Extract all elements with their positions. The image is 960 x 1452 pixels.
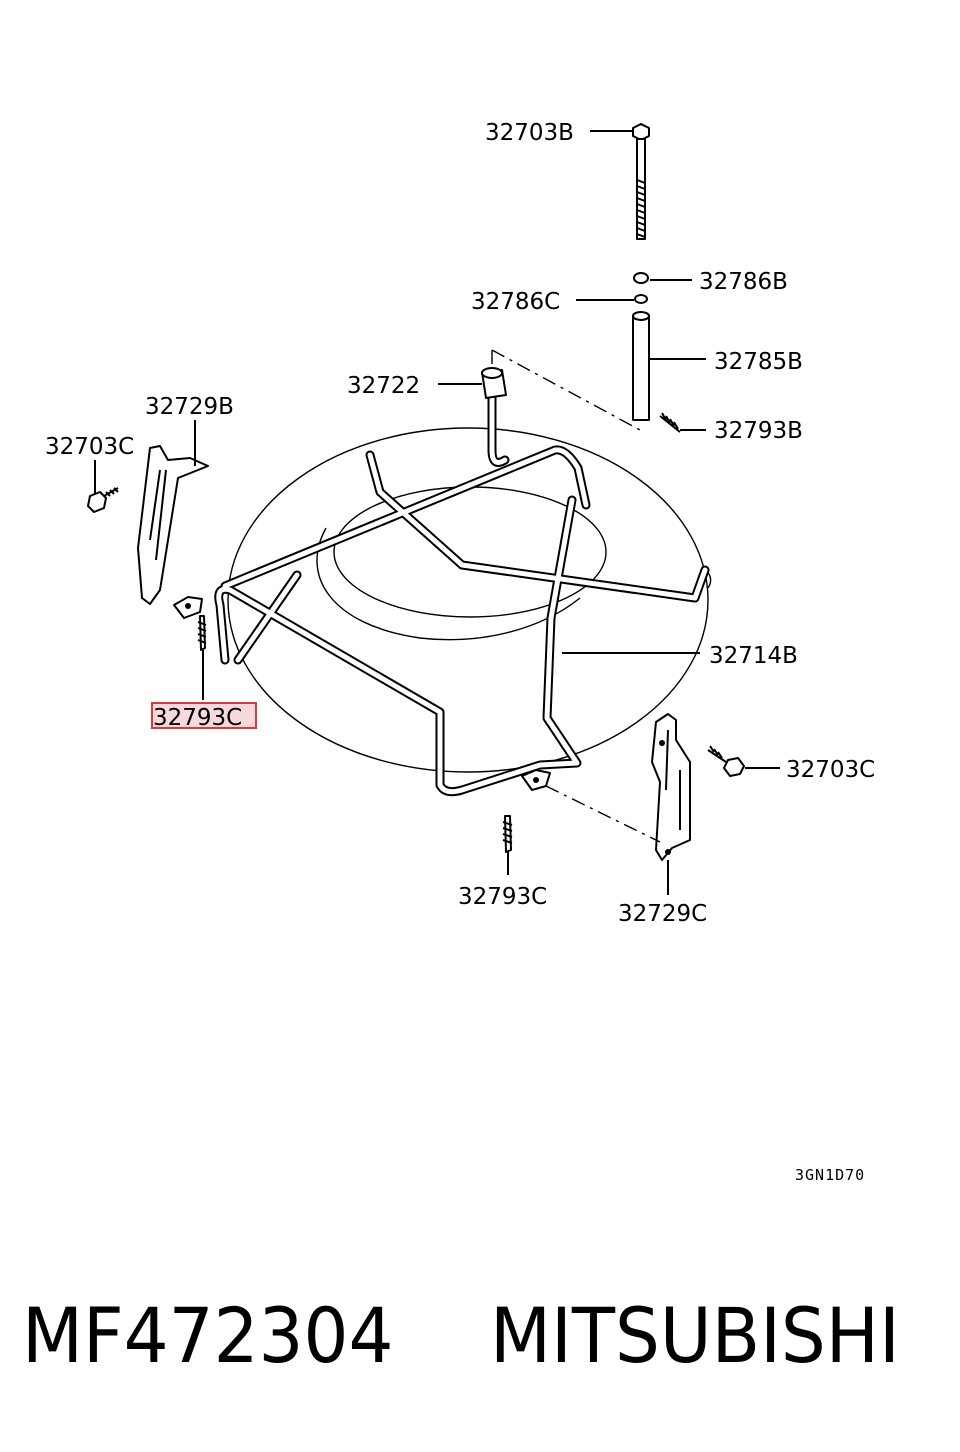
label-bracket-32729c[interactable]: 32729C xyxy=(618,901,707,927)
label-hook-32722[interactable]: 32722 xyxy=(347,373,420,399)
label-bolt-32703c-left[interactable]: 32703C xyxy=(45,434,134,460)
spare-tire xyxy=(227,427,712,773)
label-bolt-32703c-right[interactable]: 32703C xyxy=(786,757,875,783)
label-spacer-32785b[interactable]: 32785B xyxy=(714,349,803,375)
leader-lines xyxy=(94,130,780,895)
label-pin-32793c-highlighted[interactable]: 32793C xyxy=(153,705,242,731)
bolt-assembly xyxy=(632,123,681,433)
diagram-code: 3GN1D70 xyxy=(795,1166,865,1184)
label-washer-32786b[interactable]: 32786B xyxy=(699,269,788,295)
label-bracket-32729b[interactable]: 32729B xyxy=(145,394,234,420)
alignment-line-bottom xyxy=(545,785,661,843)
label-pin-32793b[interactable]: 32793B xyxy=(714,418,803,444)
highlight-box xyxy=(151,702,257,729)
part-number: MF472304 xyxy=(22,1291,394,1380)
alignment-line-top xyxy=(491,349,641,431)
label-carrier-32714b[interactable]: 32714B xyxy=(709,643,798,669)
brand-name: MITSUBISHI xyxy=(490,1291,900,1380)
footer: MF472304 MITSUBISHI xyxy=(0,1290,960,1390)
label-bolt-32703b[interactable]: 32703B xyxy=(485,120,574,146)
hook-part xyxy=(481,367,510,467)
label-pin-32793c-bottom[interactable]: 32793C xyxy=(458,884,547,910)
right-bracket xyxy=(651,713,745,861)
carrier-frame xyxy=(173,445,710,797)
label-washer-32786c[interactable]: 32786C xyxy=(471,289,560,315)
left-bracket xyxy=(87,445,209,605)
lock-pins xyxy=(197,615,513,853)
